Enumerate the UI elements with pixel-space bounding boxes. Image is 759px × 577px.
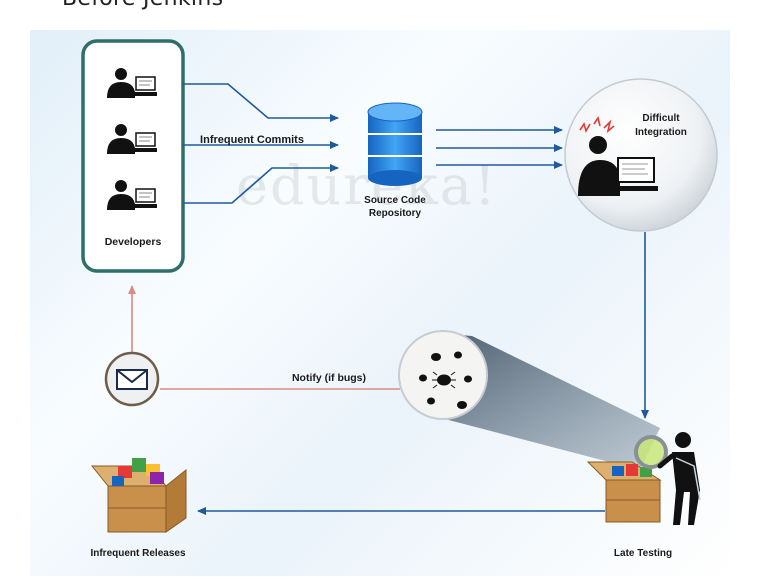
database-icon	[367, 102, 423, 186]
package-icon	[586, 461, 662, 523]
late-testing-label: Late Testing	[614, 548, 672, 559]
bugs-icon	[398, 330, 488, 420]
developer-icon	[107, 68, 157, 98]
mail-icon	[104, 351, 160, 407]
integration-label-line2: Integration	[635, 127, 687, 138]
magnifier-icon	[634, 435, 668, 469]
commits-label: Infrequent Commits	[200, 134, 304, 146]
page-title: Before Jenkins	[62, 0, 223, 11]
developer-icon	[107, 180, 157, 210]
developer-icon	[107, 124, 157, 154]
repository-label-line1: Source Code	[364, 195, 426, 206]
late-testing-node: Late Testing	[586, 432, 701, 559]
repository-label-line2: Repository	[369, 208, 422, 219]
stressed-developer-icon	[578, 116, 658, 196]
integration-node: Difficult Integration	[564, 78, 718, 232]
infrequent-releases-label: Infrequent Releases	[90, 548, 185, 559]
package-icon	[90, 458, 187, 533]
developers-panel: Developers	[81, 39, 185, 273]
integration-arrows	[436, 126, 563, 169]
developers-label: Developers	[105, 236, 162, 248]
watermark: edureka!	[236, 154, 498, 217]
tester-icon	[657, 432, 701, 525]
integration-label-line1: Difficult	[642, 113, 680, 124]
notify-label: Notify (if bugs)	[292, 372, 366, 384]
notify-connector	[128, 285, 400, 390]
commit-arrows	[183, 83, 339, 204]
